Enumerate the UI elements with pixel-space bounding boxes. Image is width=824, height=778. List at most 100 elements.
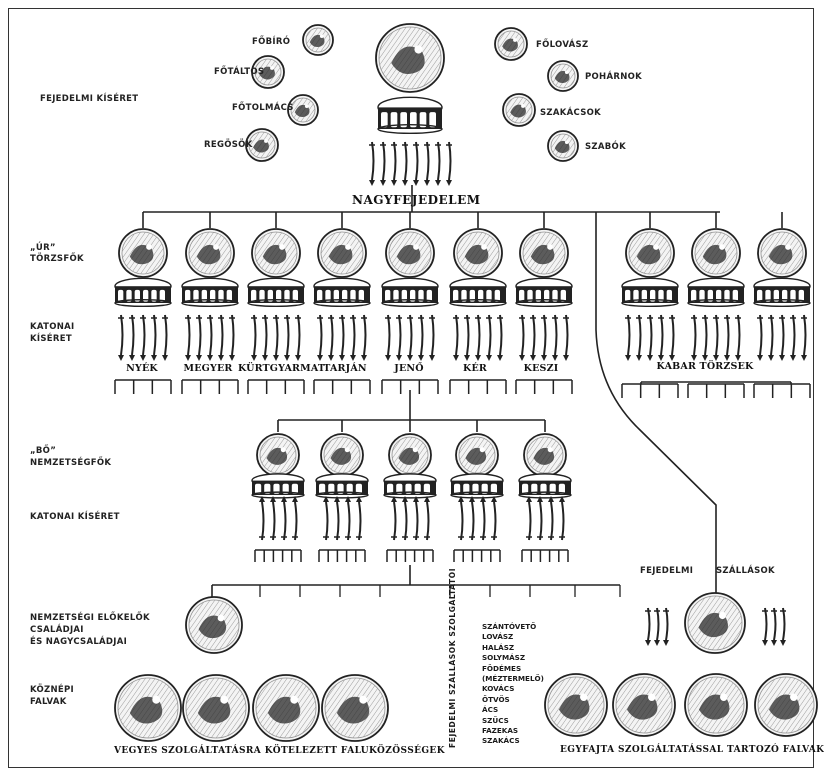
sabre-icon xyxy=(537,496,543,540)
sabre-icon xyxy=(162,315,168,361)
yurt-icon xyxy=(451,474,503,498)
title-chief-shaman: FŐTÁLTOS xyxy=(214,67,264,78)
sabre-icon xyxy=(140,315,146,361)
yurt-icon xyxy=(516,278,572,306)
sabre-icon xyxy=(385,315,391,361)
sabre-icon xyxy=(262,315,268,361)
sabre-icon xyxy=(424,496,430,540)
sabre-icon xyxy=(259,496,265,540)
yurt-icon xyxy=(754,278,810,306)
sabre-icon xyxy=(780,608,786,646)
label-bo: „BŐ” xyxy=(30,446,56,457)
sabre-icon xyxy=(519,315,525,361)
sabre-icon xyxy=(369,142,375,186)
medallion-icon xyxy=(389,434,431,476)
title-cupbearer: POHÁRNOK xyxy=(585,72,642,83)
yurt-icon xyxy=(384,474,436,498)
medallion-icon xyxy=(183,675,249,741)
medallion-icon xyxy=(520,229,568,277)
sabre-icon xyxy=(790,315,796,361)
sabre-icon xyxy=(391,142,397,186)
title-chief-judge: FŐBÍRÓ xyxy=(252,37,290,48)
grand-prince-title: NAGYFEJEDELEM xyxy=(352,193,481,207)
tribe-tarjan: TARJÁN xyxy=(318,363,372,374)
title-chief-interpreter: FŐTOLMÁCS xyxy=(232,103,294,114)
yurt-icon xyxy=(450,278,506,306)
sabre-icon xyxy=(625,315,631,361)
sabre-icon xyxy=(402,496,408,540)
service-item: SZÁNTÓVETŐ xyxy=(482,622,544,632)
service-item: ÖTVÖS xyxy=(482,695,544,705)
sabre-icon xyxy=(356,496,362,540)
sabre-icon xyxy=(281,496,287,540)
sabre-icon xyxy=(724,315,730,361)
yurt-icon xyxy=(519,474,571,498)
sabre-icon xyxy=(771,608,777,646)
medallion-icon xyxy=(503,94,535,126)
sabre-icon xyxy=(292,496,298,540)
sabre-icon xyxy=(317,315,323,361)
sabre-icon xyxy=(691,315,697,361)
sabre-icon xyxy=(453,315,459,361)
sabre-icon xyxy=(530,315,536,361)
label-families: CSALÁDJAI xyxy=(30,625,84,636)
medallion-icon xyxy=(119,229,167,277)
label-princely-retinue: FEJEDELMI KÍSÉRET xyxy=(40,94,138,105)
sabre-icon xyxy=(735,315,741,361)
sabre-icon xyxy=(552,315,558,361)
medallion-icon xyxy=(692,229,740,277)
tribe-keszi: KESZI xyxy=(514,363,568,374)
medallion-icon xyxy=(303,25,333,55)
sabre-icon xyxy=(129,315,135,361)
tribe-jeno: JENŐ xyxy=(382,363,436,374)
sabre-icon xyxy=(663,608,669,646)
sabre-icon xyxy=(151,315,157,361)
medallion-icon xyxy=(685,593,745,653)
sabre-icon xyxy=(418,315,424,361)
village-bracket xyxy=(450,380,506,394)
label-villages: FALVAK xyxy=(30,697,67,708)
village-bracket xyxy=(115,380,171,394)
medallion-icon xyxy=(456,434,498,476)
sabre-icon xyxy=(702,315,708,361)
sabre-icon xyxy=(350,315,356,361)
service-item: FAZEKAS xyxy=(482,726,544,736)
sabre-icon xyxy=(464,315,470,361)
sabre-icon xyxy=(251,315,257,361)
yurt-icon xyxy=(378,97,442,133)
caption-single-service-villages: EGYFAJTA SZOLGÁLTATÁSSAL TARTOZÓ FALVAK xyxy=(560,745,824,755)
sabre-icon xyxy=(424,142,430,186)
sabre-icon xyxy=(413,142,419,186)
sabre-icon xyxy=(270,496,276,540)
sabre-icon xyxy=(645,608,651,646)
sabre-icon xyxy=(435,142,441,186)
sabre-icon xyxy=(413,496,419,540)
yurt-icon xyxy=(314,278,370,306)
sabre-icon xyxy=(636,315,642,361)
sabre-icon xyxy=(345,496,351,540)
service-item: LOVÁSZ xyxy=(482,632,544,642)
medallion-icon xyxy=(613,674,675,736)
services-list: SZÁNTÓVETŐ LOVÁSZ HALÁSZ SOLYMÁSZ FÖDÉME… xyxy=(482,622,544,747)
label-clan-nobles: NEMZETSÉGI ELŐKELŐK xyxy=(30,613,150,624)
label-settlements: SZÁLLÁSOK xyxy=(716,566,775,577)
sabre-icon xyxy=(207,315,213,361)
sabre-icon xyxy=(654,608,660,646)
medallion-icon xyxy=(186,229,234,277)
service-item: (MÉZTERMELŐ) xyxy=(482,674,544,684)
label-retinue: KÍSÉRET xyxy=(30,334,72,345)
sabre-icon xyxy=(323,496,329,540)
sabre-icon xyxy=(497,315,503,361)
medallion-icon xyxy=(755,674,817,736)
tribe-megyer: MEGYER xyxy=(178,363,238,374)
medallion-icon xyxy=(186,597,242,653)
sabre-icon xyxy=(429,315,435,361)
caption-mixed-service-villages: VEGYES SZOLGÁLTATÁSRA KÖTELEZETT FALUKÖZ… xyxy=(114,746,445,756)
medallion-icon xyxy=(376,24,444,92)
sabre-icon xyxy=(713,315,719,361)
sabre-icon xyxy=(469,496,475,540)
title-cooks: SZAKÁCSOK xyxy=(540,108,601,119)
service-item: ÁCS xyxy=(482,705,544,715)
yurt-icon xyxy=(688,278,744,306)
label-military: KATONAI xyxy=(30,322,74,333)
